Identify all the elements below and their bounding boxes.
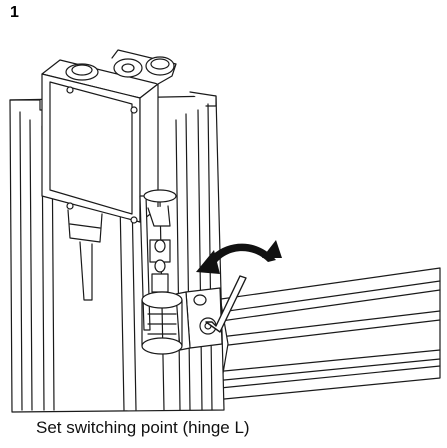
step-number: 1 (10, 4, 19, 21)
caption: Set switching point (hinge L) (36, 418, 250, 437)
horizontal-profile (213, 267, 441, 401)
hinge-block (141, 287, 223, 355)
hex-key (205, 275, 247, 333)
cable-gland (67, 209, 103, 301)
rotate-arrow-icon (196, 240, 282, 274)
safety-switch-housing (41, 49, 177, 224)
